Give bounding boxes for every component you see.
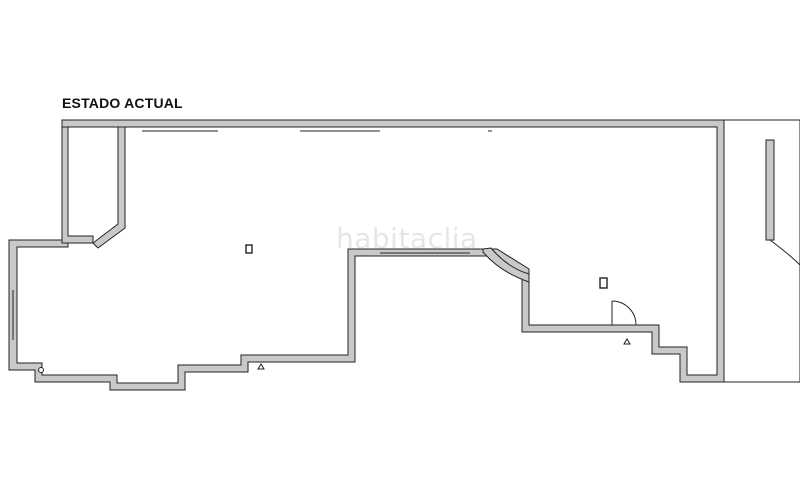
level-markers <box>257 338 631 370</box>
watermark-text: habitaclia <box>336 222 478 255</box>
door <box>611 300 637 326</box>
curved-wall <box>482 247 530 283</box>
inner-wall-right <box>92 126 126 249</box>
inner-wall-left <box>61 126 94 244</box>
exterior-walls <box>8 119 725 391</box>
windows <box>12 130 492 340</box>
plan-title: ESTADO ACTUAL <box>62 95 183 111</box>
terrace <box>723 119 800 383</box>
columns <box>245 244 608 289</box>
drain-marker <box>38 367 44 373</box>
